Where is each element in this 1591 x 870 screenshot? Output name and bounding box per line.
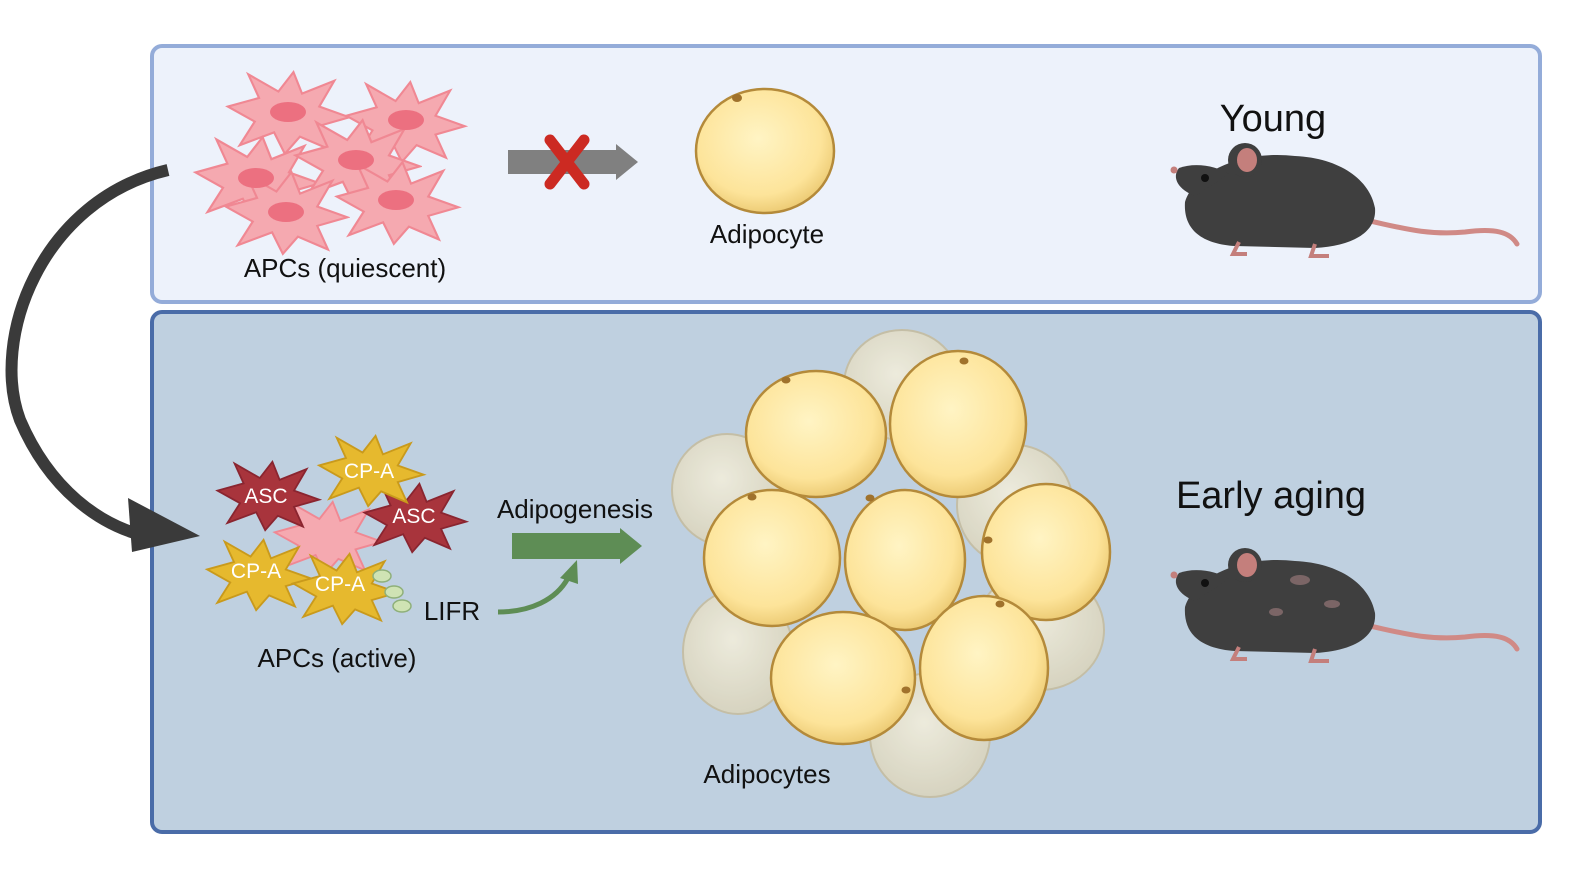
adipogenesis-arrow [512, 528, 642, 564]
fur-patch-marks [1269, 575, 1340, 616]
asc-label-1: ASC [244, 485, 287, 508]
active-apc-cluster [206, 434, 468, 626]
lifr-signal-arrow [497, 560, 578, 615]
active-apcs-label: APCs (active) [258, 643, 417, 673]
block-x-icon [544, 134, 590, 190]
curved-arrow-icon [5, 164, 200, 552]
adipocyte-icon [694, 87, 836, 215]
early-aging-label: Early aging [1176, 475, 1366, 517]
quiescent-apc-cluster [194, 71, 466, 255]
cpa-label-1: CP-A [344, 460, 394, 483]
young-label: Young [1220, 98, 1326, 140]
cpa-label-3: CP-A [315, 573, 365, 596]
adipocyte-label: Adipocyte [710, 219, 824, 249]
quiescent-apcs-label: APCs (quiescent) [244, 253, 446, 283]
adipocyte-cluster [671, 329, 1112, 798]
adipocyte-icons [702, 349, 1112, 746]
asc-label-2: ASC [392, 505, 435, 528]
cpa-label-2: CP-A [231, 560, 281, 583]
adipocytes-label: Adipocytes [703, 759, 830, 789]
lifr-label: LIFR [424, 596, 480, 626]
lifr-receptor-icon [372, 569, 412, 613]
adipogenesis-label: Adipogenesis [497, 494, 653, 524]
